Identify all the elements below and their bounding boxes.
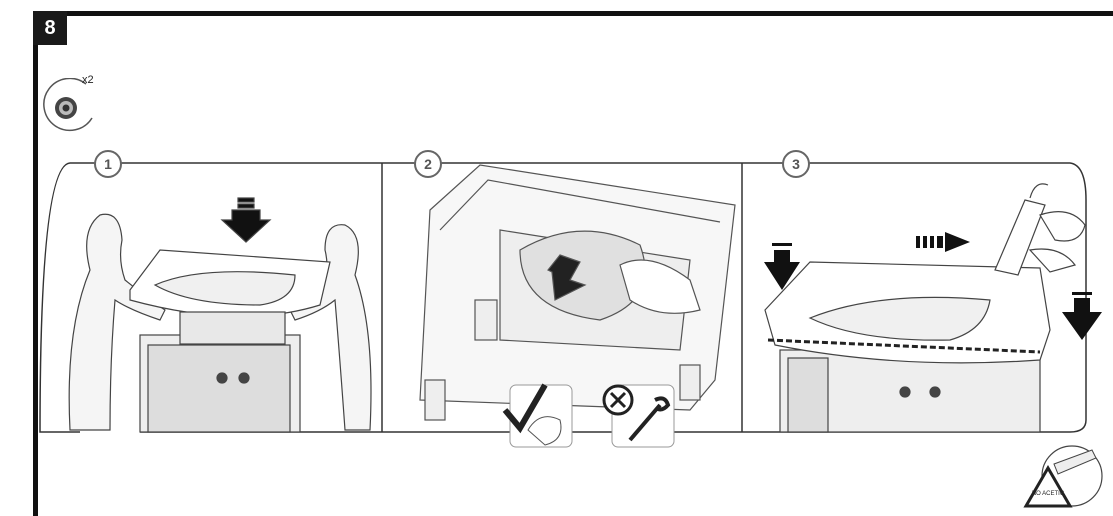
panel-number-3: 3: [782, 150, 810, 178]
no-acetic-warning-icon: NO ACETIC: [1010, 440, 1110, 514]
panel-number-1: 1: [94, 150, 122, 178]
no-wrench-icon: [604, 385, 674, 447]
panel-1-illustration: [69, 198, 371, 432]
hand-tighten-ok-icon: [505, 385, 572, 447]
down-arrow-icon-4: [1062, 298, 1102, 340]
warning-text: NO ACETIC: [1032, 491, 1065, 497]
panel-number-2: 2: [414, 150, 442, 178]
sealant-gun-icon: [995, 184, 1085, 275]
panel-2-illustration: [420, 165, 735, 420]
right-arrow-icon: [916, 232, 970, 252]
panel-3-illustration: [765, 262, 1050, 432]
down-arrow-icon: [222, 210, 270, 242]
person-right: [290, 225, 371, 430]
